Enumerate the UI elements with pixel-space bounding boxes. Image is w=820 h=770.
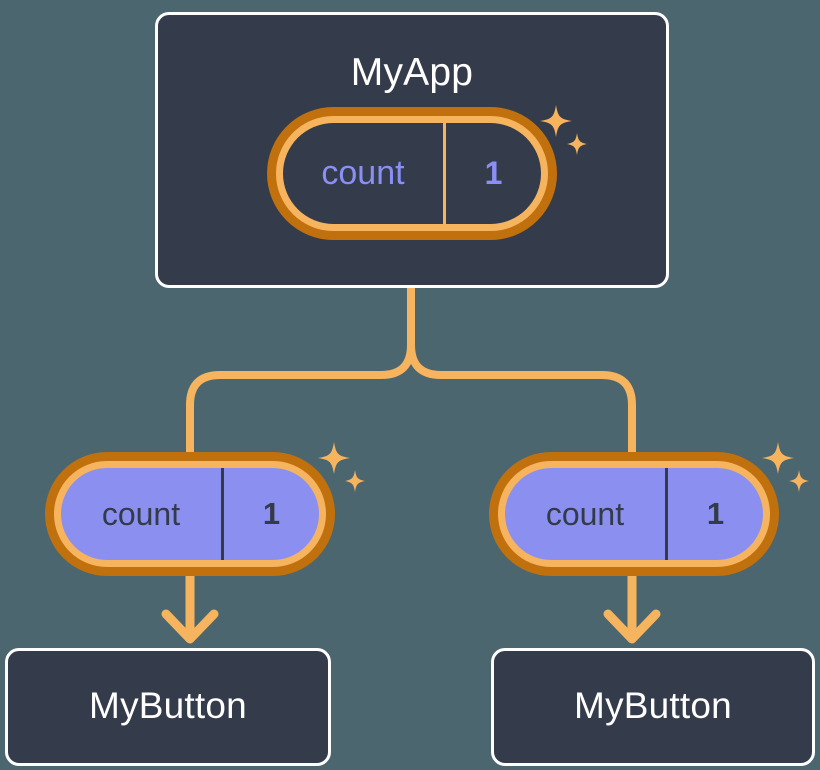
sparkle-small-icon [345,470,365,492]
component-title: MyButton [89,685,247,726]
state-key-label: count [321,154,405,192]
state-key-label: count [101,495,181,532]
component-title: MyButton [574,685,732,726]
state-pill-root[interactable]: count 1 [267,107,557,240]
state-value-label: 1 [664,468,763,560]
state-pill-root-inner: count 1 [283,123,541,224]
sparkle-small-icon [789,470,809,492]
page-title: MyApp [350,51,474,94]
state-key-label: count [545,495,625,532]
sparkle-large-icon [318,442,350,474]
fork-connector-left-branch [186,284,415,456]
state-value-label: 1 [442,123,541,224]
sparkle-large-icon [762,442,794,474]
arrow-down-icon-right [603,576,661,644]
state-pill-child-left[interactable]: count 1 [45,452,335,576]
component-card-mybutton-right[interactable]: MyButton [491,648,815,766]
state-value-label: 1 [220,468,319,560]
state-pill-child-left-inner: count 1 [61,468,319,560]
state-pill-child-right-inner: count 1 [505,468,763,560]
state-pill-child-right[interactable]: count 1 [489,452,779,576]
fork-connector-right-branch [407,284,636,456]
arrow-down-icon-left [161,576,219,644]
component-card-mybutton-left[interactable]: MyButton [5,648,331,766]
